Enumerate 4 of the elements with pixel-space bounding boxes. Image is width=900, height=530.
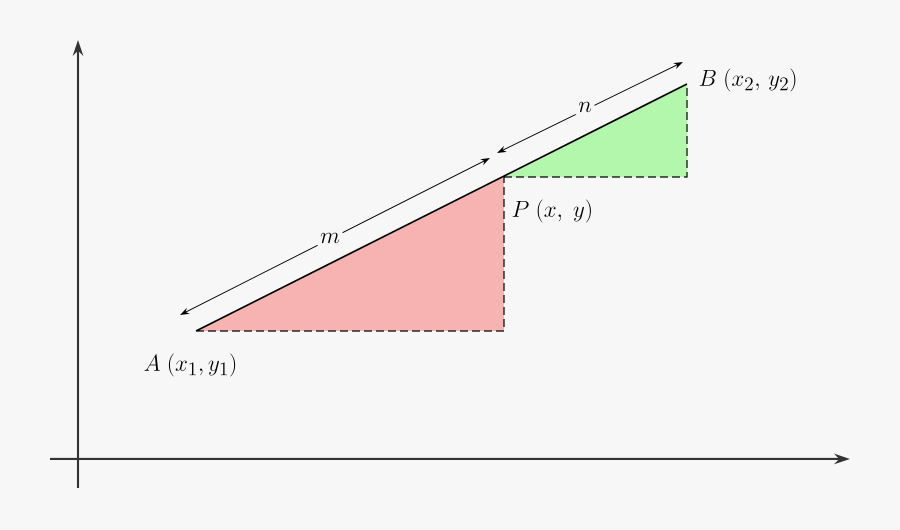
point-label: $B\ (x_2,\, y_2)$ [700,68,796,92]
point-label: $P\ (x,\ y)$ [512,200,591,223]
point-label: $A\ (x_1, y_1)$ [144,354,236,377]
dimension-label: $n$ [576,99,594,115]
